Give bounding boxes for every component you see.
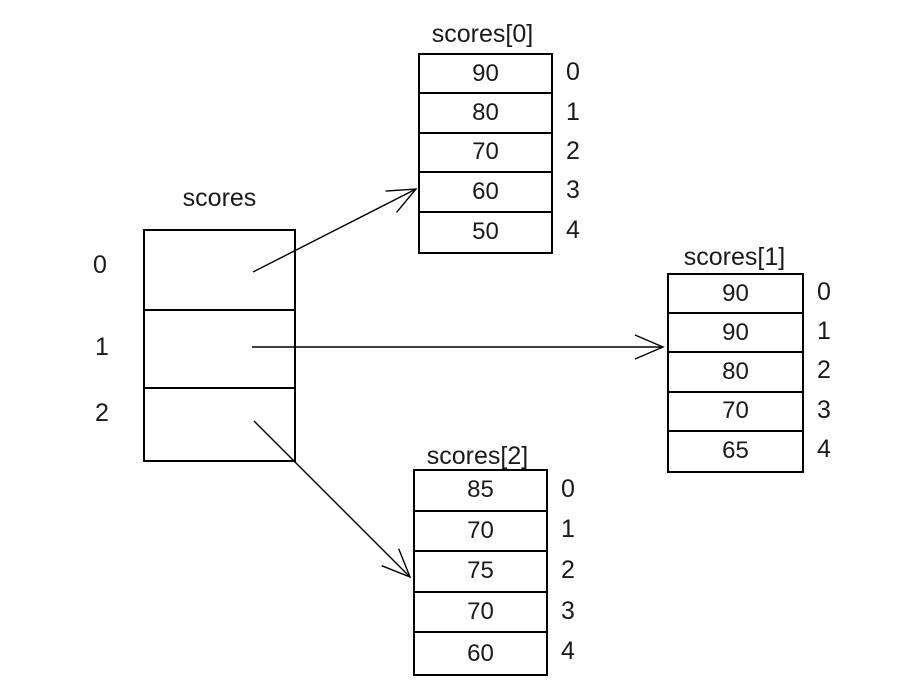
table-scores-2: 85 70 75 70 60 0 1 2 3 4 — [413, 469, 575, 676]
pointer-array-title: scores — [182, 184, 257, 212]
table-0-value-3: 60 — [420, 173, 551, 213]
table-1-index-1: 1 — [817, 317, 831, 346]
table-2-value-3: 70 — [415, 593, 546, 634]
pointer-index-2: 2 — [95, 399, 109, 427]
table-2-title: scores[2] — [426, 442, 529, 470]
table-1-value-4: 65 — [722, 437, 749, 465]
table-1-title: scores[1] — [683, 243, 786, 271]
table-1-index-column: 0 1 2 3 4 — [817, 273, 831, 469]
table-scores-0: 90 80 70 60 50 0 1 2 3 4 — [418, 53, 580, 254]
table-1-value-2: 80 — [669, 353, 802, 393]
table-2-index-2: 2 — [561, 555, 575, 584]
pointer-cell-2 — [145, 389, 294, 460]
pointer-index-1: 1 — [95, 333, 109, 361]
table-1-box: 90 90 80 70 65 — [667, 273, 804, 473]
table-1-index-4: 4 — [817, 434, 831, 463]
table-2-index-0: 0 — [561, 474, 575, 503]
table-0-index-3: 3 — [566, 176, 580, 205]
table-0-value-2: 70 — [420, 134, 551, 174]
table-0-value-4: 50 — [472, 218, 499, 246]
table-2-value-1: 70 — [415, 512, 546, 553]
table-2-value-0: 85 — [415, 471, 546, 512]
table-0-value-1: 80 — [420, 94, 551, 134]
table-1-value-0: 90 — [669, 275, 802, 315]
pointer-array-box — [143, 229, 296, 462]
table-2-box: 85 70 75 70 60 — [413, 469, 548, 676]
table-2-value-4: 60 — [467, 639, 494, 667]
table-1-index-3: 3 — [817, 395, 831, 424]
table-0-box: 90 80 70 60 50 — [418, 53, 553, 254]
table-0-index-0: 0 — [566, 58, 580, 87]
table-1-index-2: 2 — [817, 356, 831, 385]
table-1-value-3: 70 — [669, 393, 802, 432]
pointer-cell-1 — [145, 311, 294, 389]
table-0-index-column: 0 1 2 3 4 — [566, 53, 580, 250]
table-0-index-1: 1 — [566, 97, 580, 126]
table-2-index-4: 4 — [561, 637, 575, 666]
table-2-index-3: 3 — [561, 596, 575, 625]
table-0-value-0: 90 — [420, 55, 551, 95]
pointer-cell-0 — [145, 231, 294, 311]
table-0-title: scores[0] — [431, 20, 534, 48]
table-1-value-1: 90 — [669, 314, 802, 354]
table-1-index-0: 0 — [817, 278, 831, 307]
table-scores-1: 90 90 80 70 65 0 1 2 3 4 — [667, 273, 831, 473]
table-0-index-4: 4 — [566, 215, 580, 244]
table-2-index-column: 0 1 2 3 4 — [561, 469, 575, 672]
table-0-index-2: 2 — [566, 136, 580, 165]
table-2-index-1: 1 — [561, 515, 575, 544]
pointer-index-0: 0 — [93, 251, 107, 279]
table-2-value-2: 75 — [415, 552, 546, 593]
